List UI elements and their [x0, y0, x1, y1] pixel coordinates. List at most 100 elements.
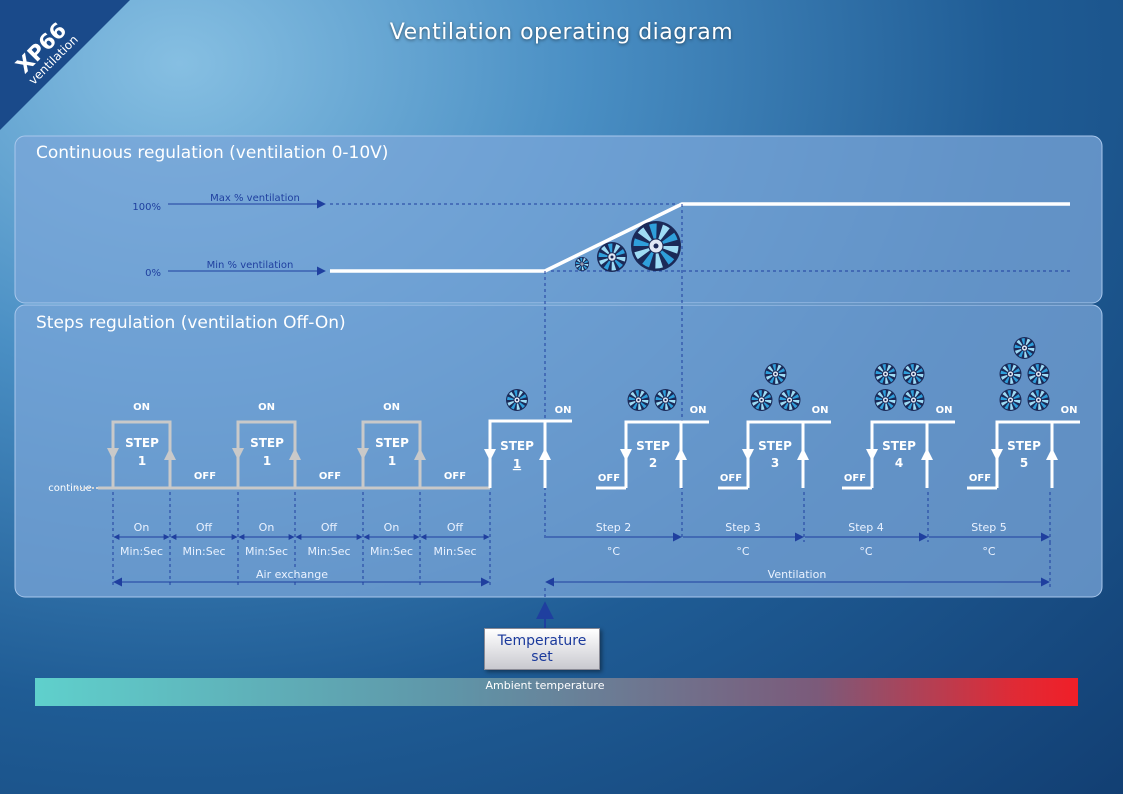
on-label: ON [555, 405, 572, 416]
fan-blade [507, 396, 514, 400]
fan-blade [1000, 374, 1008, 380]
fan-blade [916, 394, 924, 400]
fan-blade [888, 400, 896, 404]
fan-blade [659, 402, 665, 410]
fan-hub-center [1009, 398, 1012, 402]
temp-unit-label: °C [607, 545, 621, 558]
fan-blade [1028, 396, 1036, 400]
fan-blade [575, 261, 581, 264]
timing-unit-label: Min:Sec [120, 545, 163, 558]
fan-blade [905, 391, 912, 399]
fan-hub-center [788, 398, 791, 402]
off-label: OFF [844, 473, 866, 484]
fan-blade [875, 370, 883, 374]
fan-blade [1024, 351, 1028, 358]
fan-blade [1014, 348, 1022, 354]
max-ventilation-label: Max % ventilation [210, 193, 300, 204]
fan-blade [781, 391, 788, 399]
fan-blade [779, 396, 787, 400]
fan-blade [611, 261, 617, 271]
fan-blade [763, 401, 770, 409]
fan-blade [778, 368, 786, 374]
fan-blade [791, 401, 798, 409]
up-arrow-icon [164, 448, 176, 460]
fan-blade [1027, 348, 1035, 352]
off-label: OFF [598, 473, 620, 484]
fan-blade [603, 260, 611, 270]
temp-step-label: Step 5 [971, 521, 1007, 534]
fan-blade [1025, 338, 1031, 346]
fan-blade [885, 377, 889, 384]
fan-blade [755, 402, 761, 410]
fan-blade [1030, 365, 1037, 373]
up-arrow-icon [1046, 448, 1058, 460]
off-label: OFF [319, 471, 341, 482]
fan-blade [888, 374, 896, 378]
fan-blade [513, 390, 518, 397]
ventilation-curve [330, 202, 1070, 273]
fan-blade [668, 400, 676, 404]
fan-blade [599, 258, 609, 265]
fan-hub-center [664, 398, 667, 402]
fan-blade [638, 403, 642, 410]
fan-blade [1028, 370, 1036, 374]
step-number: 3 [771, 456, 779, 470]
fan-blade [916, 400, 924, 404]
fan-blade [776, 364, 782, 372]
fan-blade [1041, 374, 1049, 378]
temperature-set-box: Temperature set [484, 628, 600, 670]
fan-blade [764, 394, 772, 400]
fan-blade [518, 390, 524, 398]
fan-blade [1035, 364, 1039, 371]
fan-blade [518, 401, 526, 409]
fan-blade [903, 396, 911, 400]
timing-unit-label: Min:Sec [182, 545, 225, 558]
step-word: STEP [1007, 439, 1041, 453]
step-word: STEP [500, 439, 534, 453]
fan-blade [583, 260, 589, 264]
fan-blade [1000, 396, 1008, 400]
fan-blade [913, 403, 917, 410]
fan-hub-center [1009, 372, 1012, 376]
pct-max-label: 100% [132, 202, 161, 213]
fan-hub-center [653, 243, 659, 249]
fan-blade [1041, 400, 1049, 404]
step-word: STEP [250, 436, 284, 450]
fan-blade [519, 394, 527, 400]
ventilation-label: Ventilation [768, 568, 827, 581]
page-title: Ventilation operating diagram [389, 20, 734, 45]
fan-blade [792, 400, 800, 404]
fan-blade [1032, 376, 1038, 384]
fan-blade [1016, 339, 1023, 347]
fan-blade [635, 390, 639, 397]
fan-blade [1011, 390, 1017, 398]
up-arrow-icon [675, 448, 687, 460]
off-label: OFF [969, 473, 991, 484]
fan-hub-center [1037, 372, 1040, 376]
fan-blade [598, 252, 608, 257]
fan-blade [1000, 400, 1008, 406]
fan-blade [875, 374, 883, 380]
temp-step-label: Step 3 [725, 521, 761, 534]
fan-icon [631, 221, 681, 271]
timing-label: Off [321, 521, 338, 534]
fan-icon [597, 242, 627, 272]
fan-blade [792, 394, 800, 400]
fan-blade [789, 403, 793, 410]
fan-blade [1012, 375, 1019, 383]
step-word: STEP [375, 436, 409, 450]
fan-blade [583, 264, 589, 267]
air-exchange-label: Air exchange [256, 568, 328, 581]
fan-blade [879, 376, 885, 384]
fan-blade [1013, 374, 1021, 378]
fan-blade [655, 400, 663, 406]
fan-blade [1026, 349, 1033, 357]
on-label: ON [812, 405, 829, 416]
fan-blade [783, 402, 789, 410]
fan-blade [655, 396, 663, 400]
fan-blade [628, 396, 636, 400]
fan-blade [885, 403, 889, 410]
fan-blade [1038, 377, 1042, 384]
down-arrow-icon [742, 449, 754, 461]
